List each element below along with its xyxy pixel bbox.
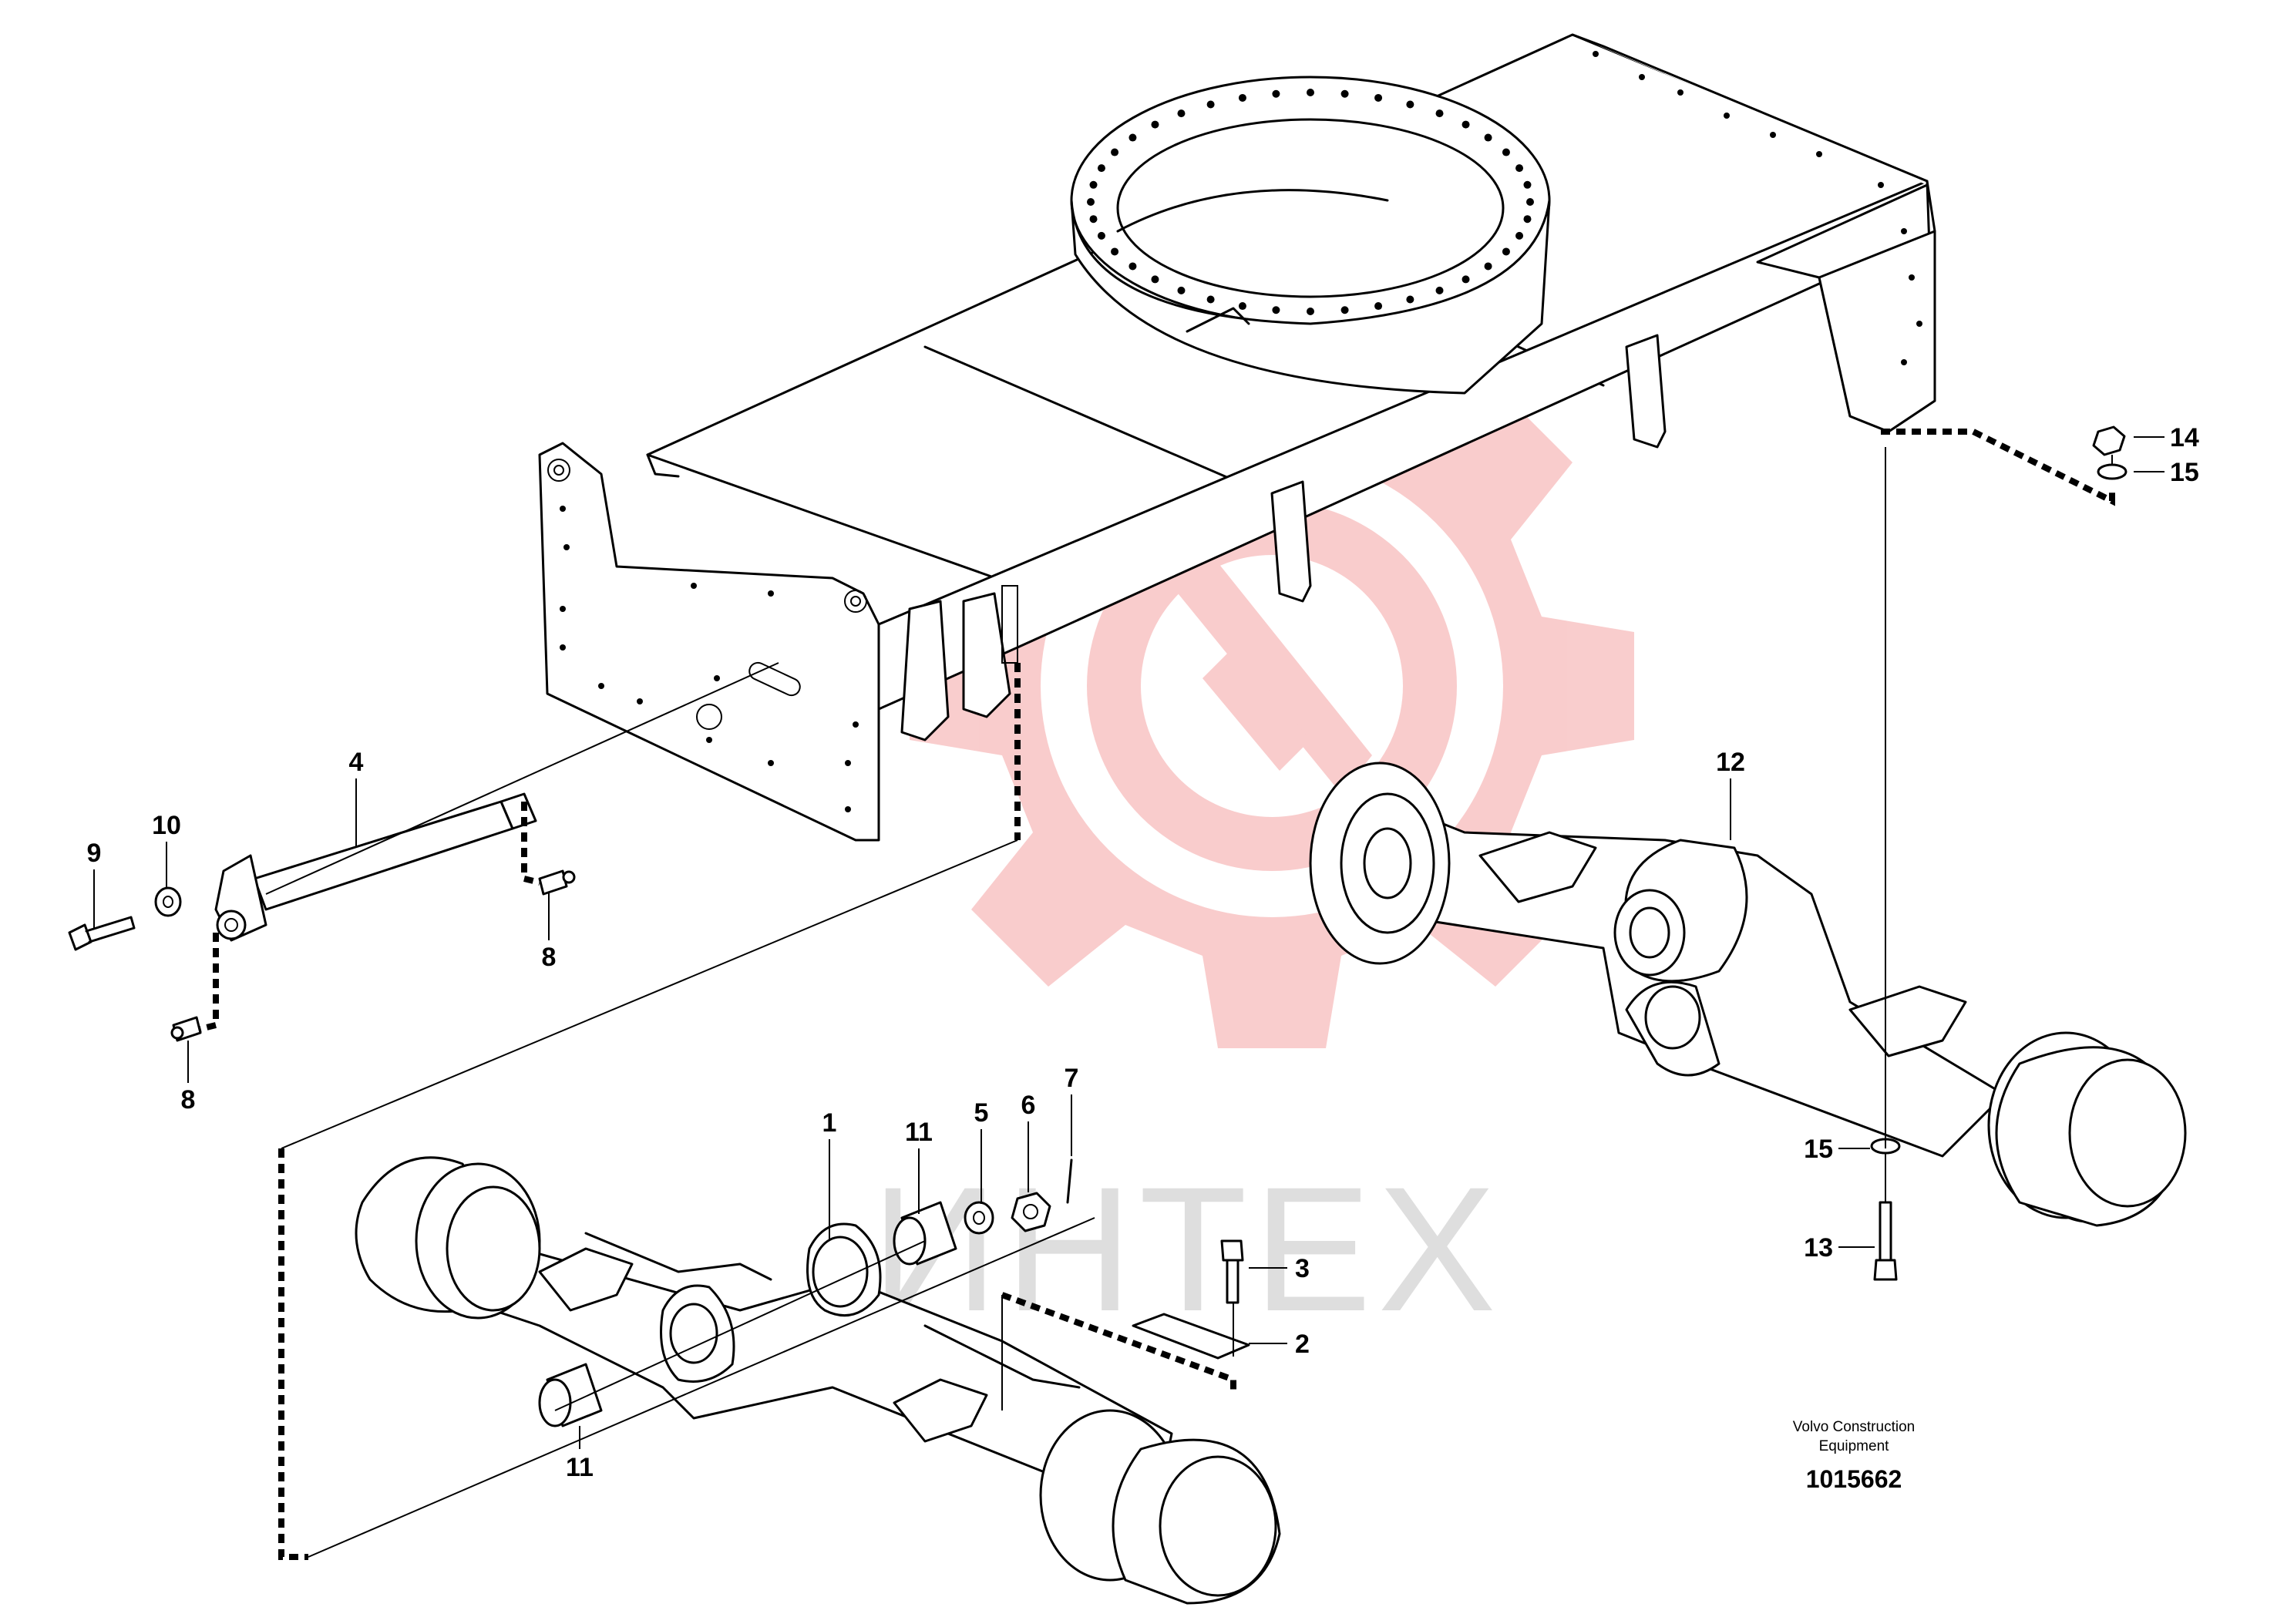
assembly-lines <box>200 429 2115 1560</box>
ring-bolt-hole <box>1374 302 1383 311</box>
callout-grease-nipple-upper: 8 <box>542 943 557 972</box>
ring-bolt-hole <box>1462 120 1470 129</box>
document-number: 1015662 <box>1806 1465 1902 1493</box>
ring-bolt-hole <box>1238 302 1246 311</box>
bolt-3 <box>1220 1239 1244 1304</box>
nut-6 <box>1011 1192 1051 1232</box>
callout-split-pin-7: 7 <box>1065 1064 1079 1093</box>
ring-bolt-hole <box>1089 215 1098 224</box>
washer-10 <box>154 886 182 917</box>
ring-bolt-hole <box>1087 198 1095 206</box>
ring-bolt-hole <box>1097 231 1105 240</box>
ring-bolt-hole <box>1502 148 1510 156</box>
ring-bolt-hole <box>1406 100 1414 109</box>
ring-bolt-hole <box>1502 247 1510 256</box>
leader-lines <box>93 436 2164 1449</box>
ring-bolt-hole <box>1272 306 1280 314</box>
ring-bolt-hole <box>1515 164 1524 173</box>
ring-bolt-hole <box>1523 180 1532 189</box>
ring-bolt-hole <box>1340 89 1349 98</box>
ring-bolt-hole <box>1151 275 1159 284</box>
ring-bolt-hole <box>1206 295 1215 304</box>
grease-nipple-upper <box>538 869 576 896</box>
ring-bolt-hole <box>1307 308 1314 315</box>
axle-pin <box>214 792 537 942</box>
ring-bolt-hole <box>1526 198 1534 206</box>
ring-bolt-hole <box>1435 109 1444 118</box>
callout-nut-14: 14 <box>2170 423 2199 452</box>
ring-bolt-hole <box>1515 231 1524 240</box>
grease-nipple-lower <box>170 1016 202 1042</box>
ring-bolt-hole <box>1374 93 1383 102</box>
ring-bolt-hole <box>1307 89 1314 96</box>
ring-bolt-hole <box>1097 164 1105 173</box>
callout-bushing-lower: 11 <box>566 1453 594 1482</box>
ring-bolt-hole <box>1128 133 1137 142</box>
ring-bolt-hole <box>1406 295 1414 304</box>
ring-bolt-hole <box>1151 120 1159 129</box>
rear-axle <box>1309 762 2187 1227</box>
callout-1-pin: 4 <box>349 748 364 777</box>
callout-washer-15-upper: 15 <box>2170 458 2199 487</box>
manufacturer-line-2: Equipment <box>1819 1438 1890 1454</box>
bolt-9 <box>68 916 136 951</box>
callout-shim-plate-2: 2 <box>1295 1330 1310 1359</box>
ring-bolt-hole <box>1523 215 1532 224</box>
nut-14 <box>2092 425 2126 456</box>
callout-grease-nipple-lower: 8 <box>181 1085 196 1115</box>
ring-bolt-hole <box>1484 262 1492 271</box>
callout-front-axle: 1 <box>822 1108 837 1138</box>
callout-washer-15-lower: 15 <box>1804 1135 1833 1164</box>
callout-bolt: 9 <box>87 839 102 868</box>
ring-bolt-hole <box>1206 100 1215 109</box>
ring-bolt-hole <box>1177 286 1186 294</box>
slewing-ring <box>1070 76 1551 395</box>
callout-nut-6: 6 <box>1021 1091 1036 1120</box>
callout-bushing-upper: 11 <box>905 1118 933 1147</box>
bushing-lower <box>538 1363 603 1427</box>
ring-bolt-hole <box>1462 275 1470 284</box>
watermark-text: ИНТЕХ <box>871 1150 1502 1348</box>
callout-bolt-3: 3 <box>1295 1254 1310 1283</box>
callout-rear-axle: 12 <box>1716 748 1745 777</box>
front-axle <box>355 1156 1281 1605</box>
callout-washer-5: 5 <box>974 1098 989 1128</box>
bolt-13 <box>1873 1201 1898 1281</box>
manufacturer-line-1: Volvo Construction <box>1793 1419 1915 1435</box>
shim-plate-2 <box>1132 1313 1250 1360</box>
ring-bolt-hole <box>1177 109 1186 118</box>
ring-bolt-hole <box>1128 262 1137 271</box>
callout-washer: 10 <box>152 811 181 840</box>
ring-bolt-hole <box>1272 89 1280 98</box>
ring-bolt-hole <box>1340 306 1349 314</box>
ring-bolt-hole <box>1111 247 1119 256</box>
callout-bolt-13: 13 <box>1804 1233 1833 1263</box>
washer-5 <box>964 1201 994 1235</box>
ring-bolt-hole <box>1238 93 1246 102</box>
split-pin-7 <box>1066 1158 1073 1204</box>
bushing-upper <box>893 1201 957 1266</box>
ring-bolt-hole <box>1484 133 1492 142</box>
ring-bolt-hole <box>1111 148 1119 156</box>
ring-bolt-hole <box>1435 286 1444 294</box>
callout-labels: 4 9 10 8 8 1 11 5 6 7 11 3 2 12 14 15 15… <box>87 423 2199 1482</box>
ring-bolt-hole <box>1089 180 1098 189</box>
washer-15-upper <box>2097 463 2128 480</box>
